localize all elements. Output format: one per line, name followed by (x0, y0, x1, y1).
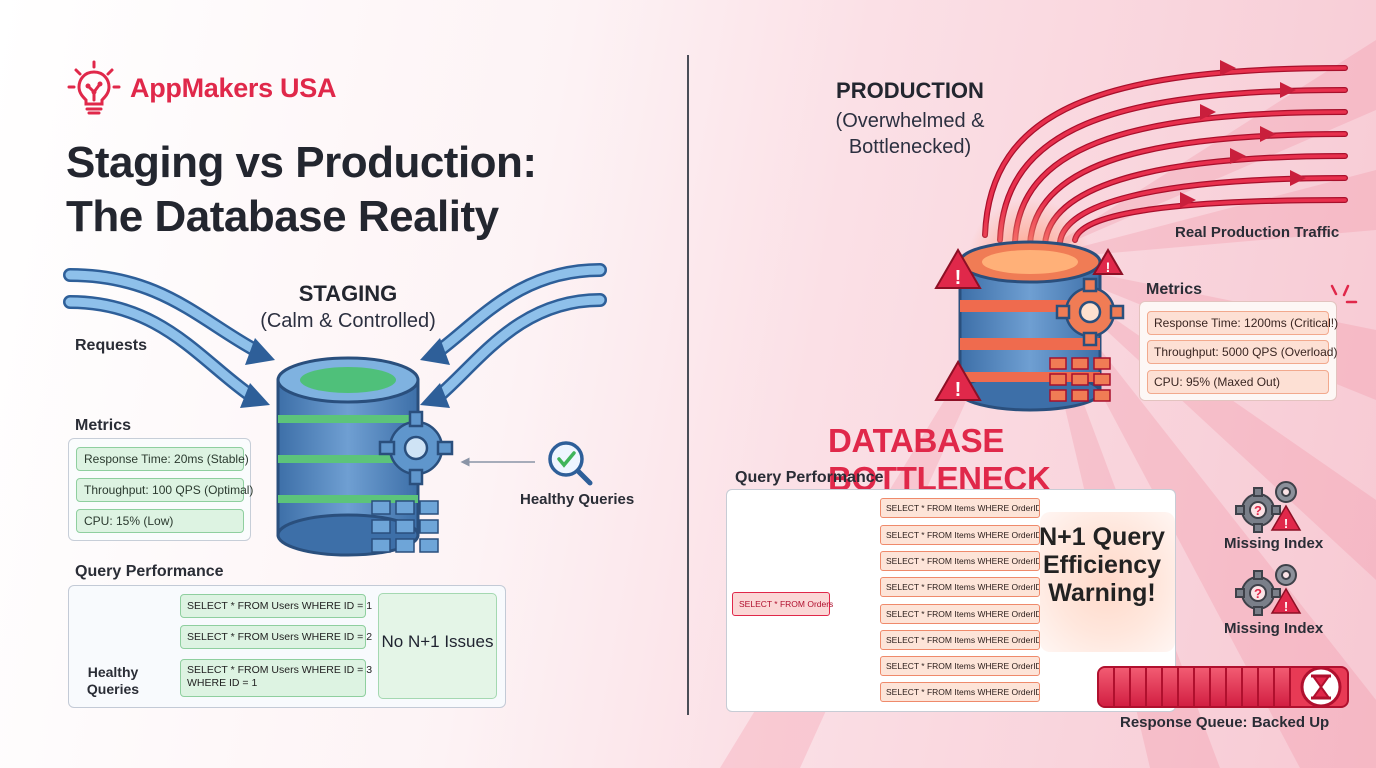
queue-segment (1259, 668, 1275, 706)
staging-query-1: SELECT * FROM Users WHERE ID = 1 (180, 594, 372, 618)
production-title: PRODUCTION (836, 78, 984, 103)
staging-subtitle: (Calm & Controlled) (260, 310, 436, 332)
no-n1-issues-panel: No N+1 Issues (378, 593, 497, 699)
staging-metrics-card: Response Time: 20ms (Stable) Throughput:… (68, 438, 253, 541)
healthy-queries-label: Healthy Queries (520, 491, 635, 508)
production-query-2: SELECT * FROM Items WHERE OrderID = ... (880, 525, 1040, 545)
queue-segment (1195, 668, 1211, 706)
section-divider (687, 55, 689, 715)
caption-line-1: Healthy (87, 664, 139, 680)
staging-query-3-line-1: SELECT * FROM Users WHERE ID = 3 (187, 664, 373, 676)
svg-text:!: ! (1284, 599, 1288, 614)
page-title-line-2: The Database Reality (66, 192, 499, 241)
caption-line-2: Queries (86, 681, 140, 697)
database-bottleneck-label: DATABASE BOTTLENECK (828, 422, 1051, 497)
queue-segment (1115, 668, 1131, 706)
production-metric-response-time: Response Time: 1200ms (Critical!) (1147, 311, 1338, 335)
production-metric-throughput: Throughput: 5000 QPS (Overload) (1147, 340, 1337, 364)
queue-segment (1163, 668, 1179, 706)
n1-warning-panel (1040, 512, 1175, 652)
production-metrics-card: Response Time: 1200ms (Critical!) Throug… (1139, 301, 1338, 401)
staging-metrics-heading: Metrics (75, 417, 132, 434)
svg-text:!: ! (955, 267, 962, 289)
missing-index-label-2: Missing Index (1224, 620, 1324, 637)
hourglass-icon (1300, 666, 1342, 708)
queue-segment (1211, 668, 1227, 706)
brand-name: AppMakers USA (130, 72, 337, 103)
production-query-performance-heading: Query Performance (735, 469, 884, 486)
staging-metric-response-time: Response Time: 20ms (Stable) (76, 447, 249, 471)
response-queue-label: Response Queue: Backed Up (1120, 714, 1330, 731)
staging-query-3: SELECT * FROM Users WHERE ID = 3 WHERE I… (180, 659, 373, 697)
production-query-7: SELECT * FROM Items WHERE OrderID = ... (880, 656, 1040, 676)
staging-metric-throughput: Throughput: 100 QPS (Optimal) (76, 478, 253, 502)
n1-warning-text: N+1 Query Efficiency Warning! (1032, 523, 1172, 607)
svg-text:?: ? (1254, 503, 1262, 518)
svg-text:!: ! (1284, 516, 1288, 531)
staging-query-performance-heading: Query Performance (75, 563, 224, 580)
missing-index-label-1: Missing Index (1224, 535, 1324, 552)
staging-metric-cpu: CPU: 15% (Low) (76, 509, 244, 533)
staging-query-3-line-2: WHERE ID = 1 (187, 677, 258, 689)
queue-segment (1147, 668, 1163, 706)
svg-text:?: ? (1254, 586, 1262, 601)
queue-segment (1179, 668, 1195, 706)
warning-line-2: Efficiency (1042, 551, 1162, 579)
lightbulb-icon (67, 60, 121, 115)
production-query-1: SELECT * FROM Items WHERE OrderID = ... (880, 498, 1040, 518)
brand: AppMakers USA (66, 60, 336, 116)
page-title: Staging vs Production: The Database Real… (66, 136, 626, 244)
requests-label: Requests (75, 337, 148, 354)
production-subtitle-line-1: (Overwhelmed & (835, 110, 985, 132)
production-metrics-heading: Metrics (1146, 281, 1203, 298)
warning-line-1: N+1 Query (1039, 523, 1165, 551)
production-subtitle-line-2: Bottlenecked) (848, 136, 972, 158)
production-query-6: SELECT * FROM Items WHERE OrderID = ... (880, 630, 1040, 650)
production-query-3: SELECT * FROM Items WHERE OrderID = ... (880, 551, 1040, 571)
warning-line-3: Warning! (1048, 579, 1156, 607)
traffic-label: Real Production Traffic (1175, 224, 1340, 241)
production-query-8: SELECT * FROM Items WHERE OrderID = ... (880, 682, 1040, 702)
queue-segment (1099, 668, 1115, 706)
production-metric-cpu: CPU: 95% (Maxed Out) (1147, 370, 1329, 394)
queue-segment (1275, 668, 1291, 706)
svg-text:!: ! (955, 379, 962, 401)
staging-healthy-queries-caption: Healthy Queries (82, 664, 144, 698)
queue-segment (1243, 668, 1259, 706)
production-query-5: SELECT * FROM Items WHERE OrderID = ... (880, 604, 1040, 624)
staging-title: STAGING (298, 281, 398, 306)
staging-query-2: SELECT * FROM Users WHERE ID = 2 (180, 625, 372, 649)
production-query-4: SELECT * FROM Items WHERE OrderID = ... (880, 577, 1040, 597)
orders-root-query: SELECT * FROM Orders (732, 592, 833, 616)
queue-segment (1131, 668, 1147, 706)
svg-text:!: ! (1106, 259, 1111, 275)
production-subtitle: (Overwhelmed & Bottlenecked) (800, 108, 1020, 160)
page-title-line-1: Staging vs Production: (66, 138, 537, 187)
queue-segment (1227, 668, 1243, 706)
